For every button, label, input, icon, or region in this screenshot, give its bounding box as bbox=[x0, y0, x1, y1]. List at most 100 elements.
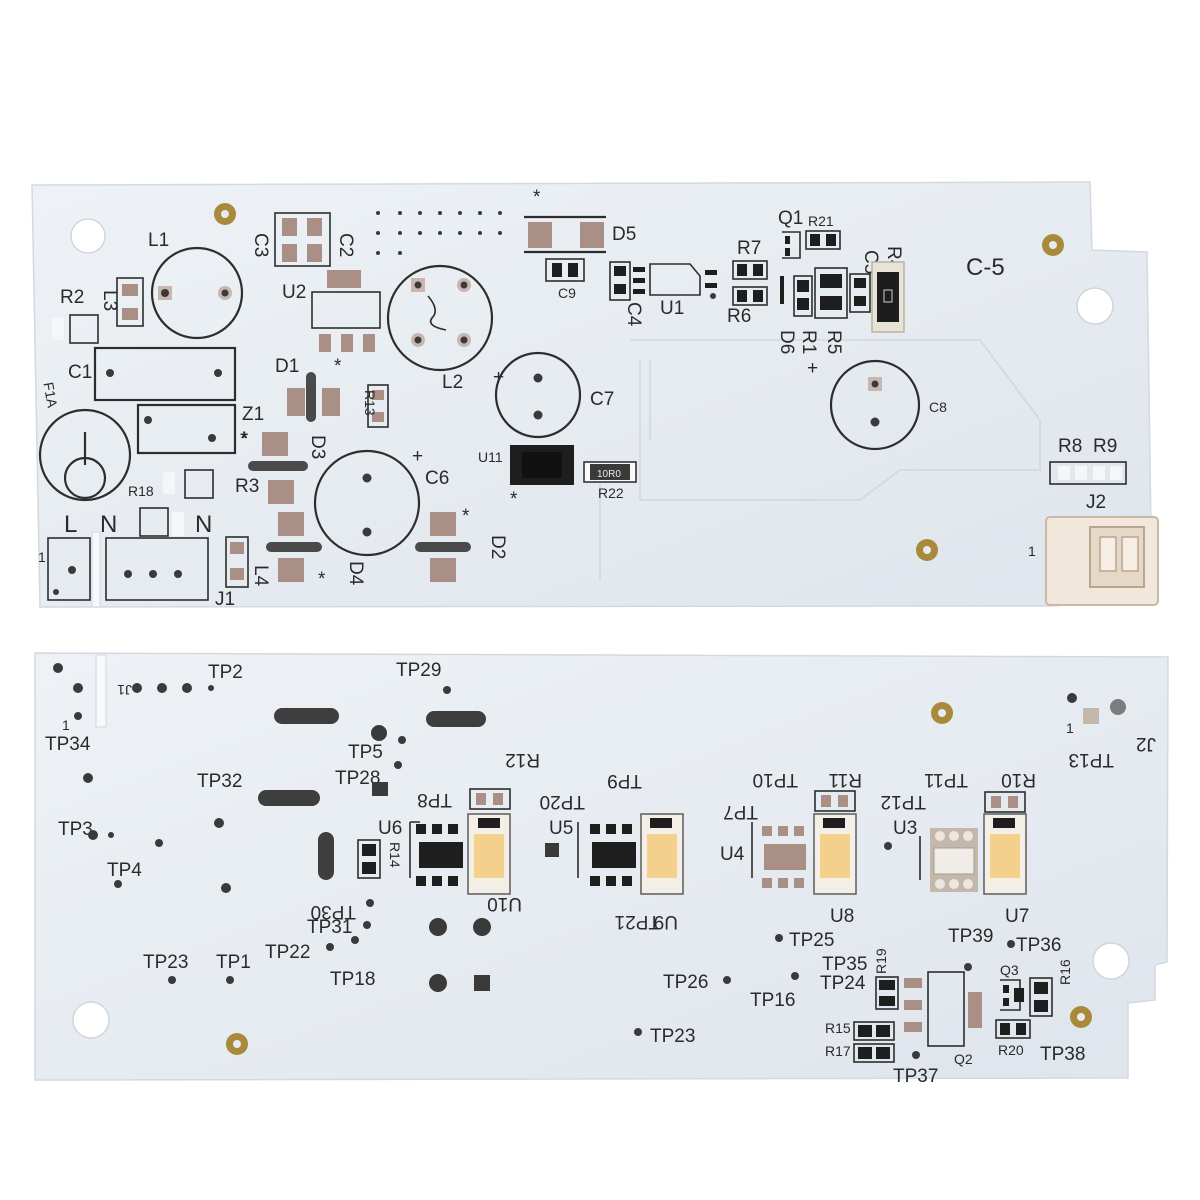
res-r5-outline bbox=[814, 267, 848, 319]
label-c8: C8 bbox=[929, 399, 947, 415]
inductor-l2-outline bbox=[386, 264, 494, 372]
label-r3: R3 bbox=[235, 476, 259, 497]
label-tp20: TP20 bbox=[540, 791, 585, 812]
label-u3: U3 bbox=[893, 818, 917, 839]
label-c4: C4 bbox=[623, 302, 644, 327]
label-n1: N bbox=[100, 511, 117, 538]
label-r21: R21 bbox=[808, 213, 834, 229]
polarity-mark: * bbox=[510, 489, 518, 510]
pad-outline bbox=[69, 314, 99, 344]
pad-outline bbox=[184, 469, 214, 499]
label-l4: L4 bbox=[250, 565, 271, 587]
label-d2: D2 bbox=[487, 535, 508, 559]
pin1-mark: 1 bbox=[1028, 543, 1036, 559]
label-u1: U1 bbox=[660, 298, 684, 319]
diode-d1-band bbox=[306, 372, 316, 422]
cap-c9-outline bbox=[545, 258, 585, 282]
label-r7: R7 bbox=[737, 238, 761, 259]
label-u2: U2 bbox=[282, 282, 306, 303]
label-c9: C9 bbox=[558, 285, 576, 301]
label-tp1: TP1 bbox=[216, 952, 251, 973]
label-tp3: TP3 bbox=[58, 819, 93, 840]
label-l3: L3 bbox=[99, 290, 120, 311]
pad-outline bbox=[139, 507, 169, 537]
pad bbox=[278, 512, 304, 536]
label-r13: R13 bbox=[362, 390, 378, 416]
label-r17: R17 bbox=[825, 1043, 851, 1059]
label-q3: Q3 bbox=[1000, 962, 1019, 978]
label-tp8: TP8 bbox=[417, 789, 452, 810]
pin1-mark: 1 bbox=[62, 717, 70, 733]
label-j2-mirror: J2 bbox=[1136, 733, 1156, 754]
label-r14: R14 bbox=[387, 842, 403, 868]
label-tp25: TP25 bbox=[789, 930, 834, 951]
pad bbox=[278, 558, 304, 582]
diode-d3-band bbox=[248, 461, 308, 471]
label-c1: C1 bbox=[68, 362, 92, 383]
label-c3: C3 bbox=[250, 233, 271, 257]
inductor-l3-outline bbox=[116, 277, 144, 327]
pad bbox=[268, 480, 294, 504]
label-r8: R8 bbox=[1058, 436, 1082, 457]
label-j1-mirror: J1 bbox=[117, 682, 132, 698]
pin1-mark: 1 bbox=[1066, 720, 1074, 736]
pad bbox=[430, 512, 456, 536]
r22-marking: 10R0 bbox=[597, 469, 621, 480]
label-q1: Q1 bbox=[778, 208, 803, 229]
label-tp11: TP11 bbox=[924, 769, 968, 790]
polarity-mark: * bbox=[533, 187, 541, 208]
res-r13-outline bbox=[367, 384, 389, 428]
bottom-board: TP2 J1 1 TP34 TP32 TP3 TP4 TP23 TP1 TP29… bbox=[34, 652, 1169, 1087]
label-u9: U9 bbox=[654, 911, 678, 932]
label-c2: C2 bbox=[335, 233, 356, 257]
top-board: L1 C3 C2 U2 R2 L3 C1 Z1 * F1A bbox=[31, 181, 1159, 610]
mounting-hole bbox=[72, 1001, 110, 1039]
pad bbox=[327, 270, 361, 288]
polarity-mark: * bbox=[334, 356, 342, 377]
polarity-mark: * bbox=[462, 506, 470, 527]
label-u6: U6 bbox=[378, 818, 402, 839]
mounting-hole bbox=[1092, 942, 1130, 980]
label-tp34: TP34 bbox=[45, 734, 91, 755]
ic-u2-outline bbox=[311, 291, 381, 329]
label-tp32: TP32 bbox=[197, 771, 242, 792]
label-u5: U5 bbox=[549, 818, 573, 839]
label-tp39: TP39 bbox=[948, 926, 993, 947]
label-d1: D1 bbox=[275, 356, 299, 377]
board-slot bbox=[95, 654, 107, 728]
label-tp35: TP35 bbox=[822, 954, 867, 975]
fuse-f1a-outline bbox=[38, 408, 132, 502]
label-r18: R18 bbox=[128, 483, 154, 499]
label-tp37: TP37 bbox=[893, 1066, 938, 1087]
pad bbox=[287, 388, 305, 416]
label-r11: R11 bbox=[829, 769, 862, 790]
transistor-q1-outline bbox=[782, 231, 801, 259]
label-r1: R1 bbox=[798, 330, 819, 354]
label-r5: R5 bbox=[823, 330, 844, 354]
label-r9: R9 bbox=[1093, 436, 1117, 457]
label-r10: R10 bbox=[1001, 769, 1036, 790]
cap-c7-outline bbox=[494, 351, 582, 439]
label-u10: U10 bbox=[487, 893, 522, 914]
pad bbox=[430, 558, 456, 582]
label-l: L bbox=[64, 511, 77, 538]
res-r14-outline bbox=[357, 839, 381, 879]
mounting-hole bbox=[1076, 287, 1114, 325]
connector-j1-outline bbox=[105, 537, 209, 601]
label-l1: L1 bbox=[148, 230, 169, 251]
label-tp29: TP29 bbox=[396, 660, 441, 681]
label-r15: R15 bbox=[825, 1020, 851, 1036]
polarity-mark: * bbox=[318, 569, 326, 590]
label-d4: D4 bbox=[345, 561, 366, 586]
label-c7: C7 bbox=[590, 389, 614, 410]
label-tp26: TP26 bbox=[663, 972, 708, 993]
polarity-mark: + bbox=[807, 358, 818, 379]
label-n2: N bbox=[195, 511, 212, 538]
transistor-q2-outline bbox=[927, 971, 965, 1047]
ic-u1-outline bbox=[649, 263, 701, 296]
label-r12: R12 bbox=[505, 749, 540, 770]
label-q2: Q2 bbox=[954, 1051, 973, 1067]
cap-c4-outline bbox=[609, 261, 631, 301]
label-r16: R16 bbox=[1057, 959, 1073, 985]
